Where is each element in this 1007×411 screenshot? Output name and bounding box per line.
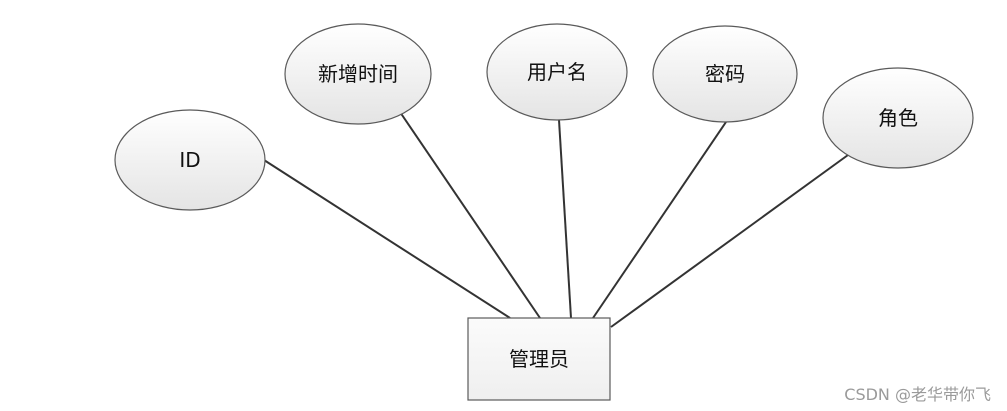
attribute-created-time: 新增时间 bbox=[284, 23, 432, 125]
attribute-username: 用户名 bbox=[486, 23, 628, 121]
attribute-label: 新增时间 bbox=[318, 62, 398, 86]
attribute-id: ID bbox=[114, 109, 266, 211]
connectors bbox=[263, 111, 849, 328]
attribute-ellipse bbox=[486, 23, 628, 121]
attribute-label: ID bbox=[179, 148, 200, 172]
entity-label: 管理员 bbox=[509, 347, 569, 371]
attribute-role: 角色 bbox=[822, 67, 974, 169]
entity-admin: 管理员 bbox=[467, 317, 611, 401]
attribute-ellipse bbox=[114, 109, 266, 211]
connector-role bbox=[610, 154, 849, 328]
attribute-ellipse bbox=[822, 67, 974, 169]
attribute-label: 角色 bbox=[878, 106, 918, 130]
attribute-ellipse bbox=[652, 25, 798, 123]
connector-username bbox=[558, 119, 572, 319]
attribute-label: 密码 bbox=[705, 62, 745, 86]
entity-box bbox=[467, 317, 611, 401]
attribute-password: 密码 bbox=[652, 25, 798, 123]
attribute-label: 用户名 bbox=[527, 60, 587, 84]
connector-created-time bbox=[399, 111, 541, 319]
attribute-ellipse bbox=[284, 23, 432, 125]
connector-id bbox=[263, 159, 511, 319]
watermark: CSDN @老华带你飞 bbox=[844, 385, 991, 404]
connector-password bbox=[592, 121, 727, 319]
